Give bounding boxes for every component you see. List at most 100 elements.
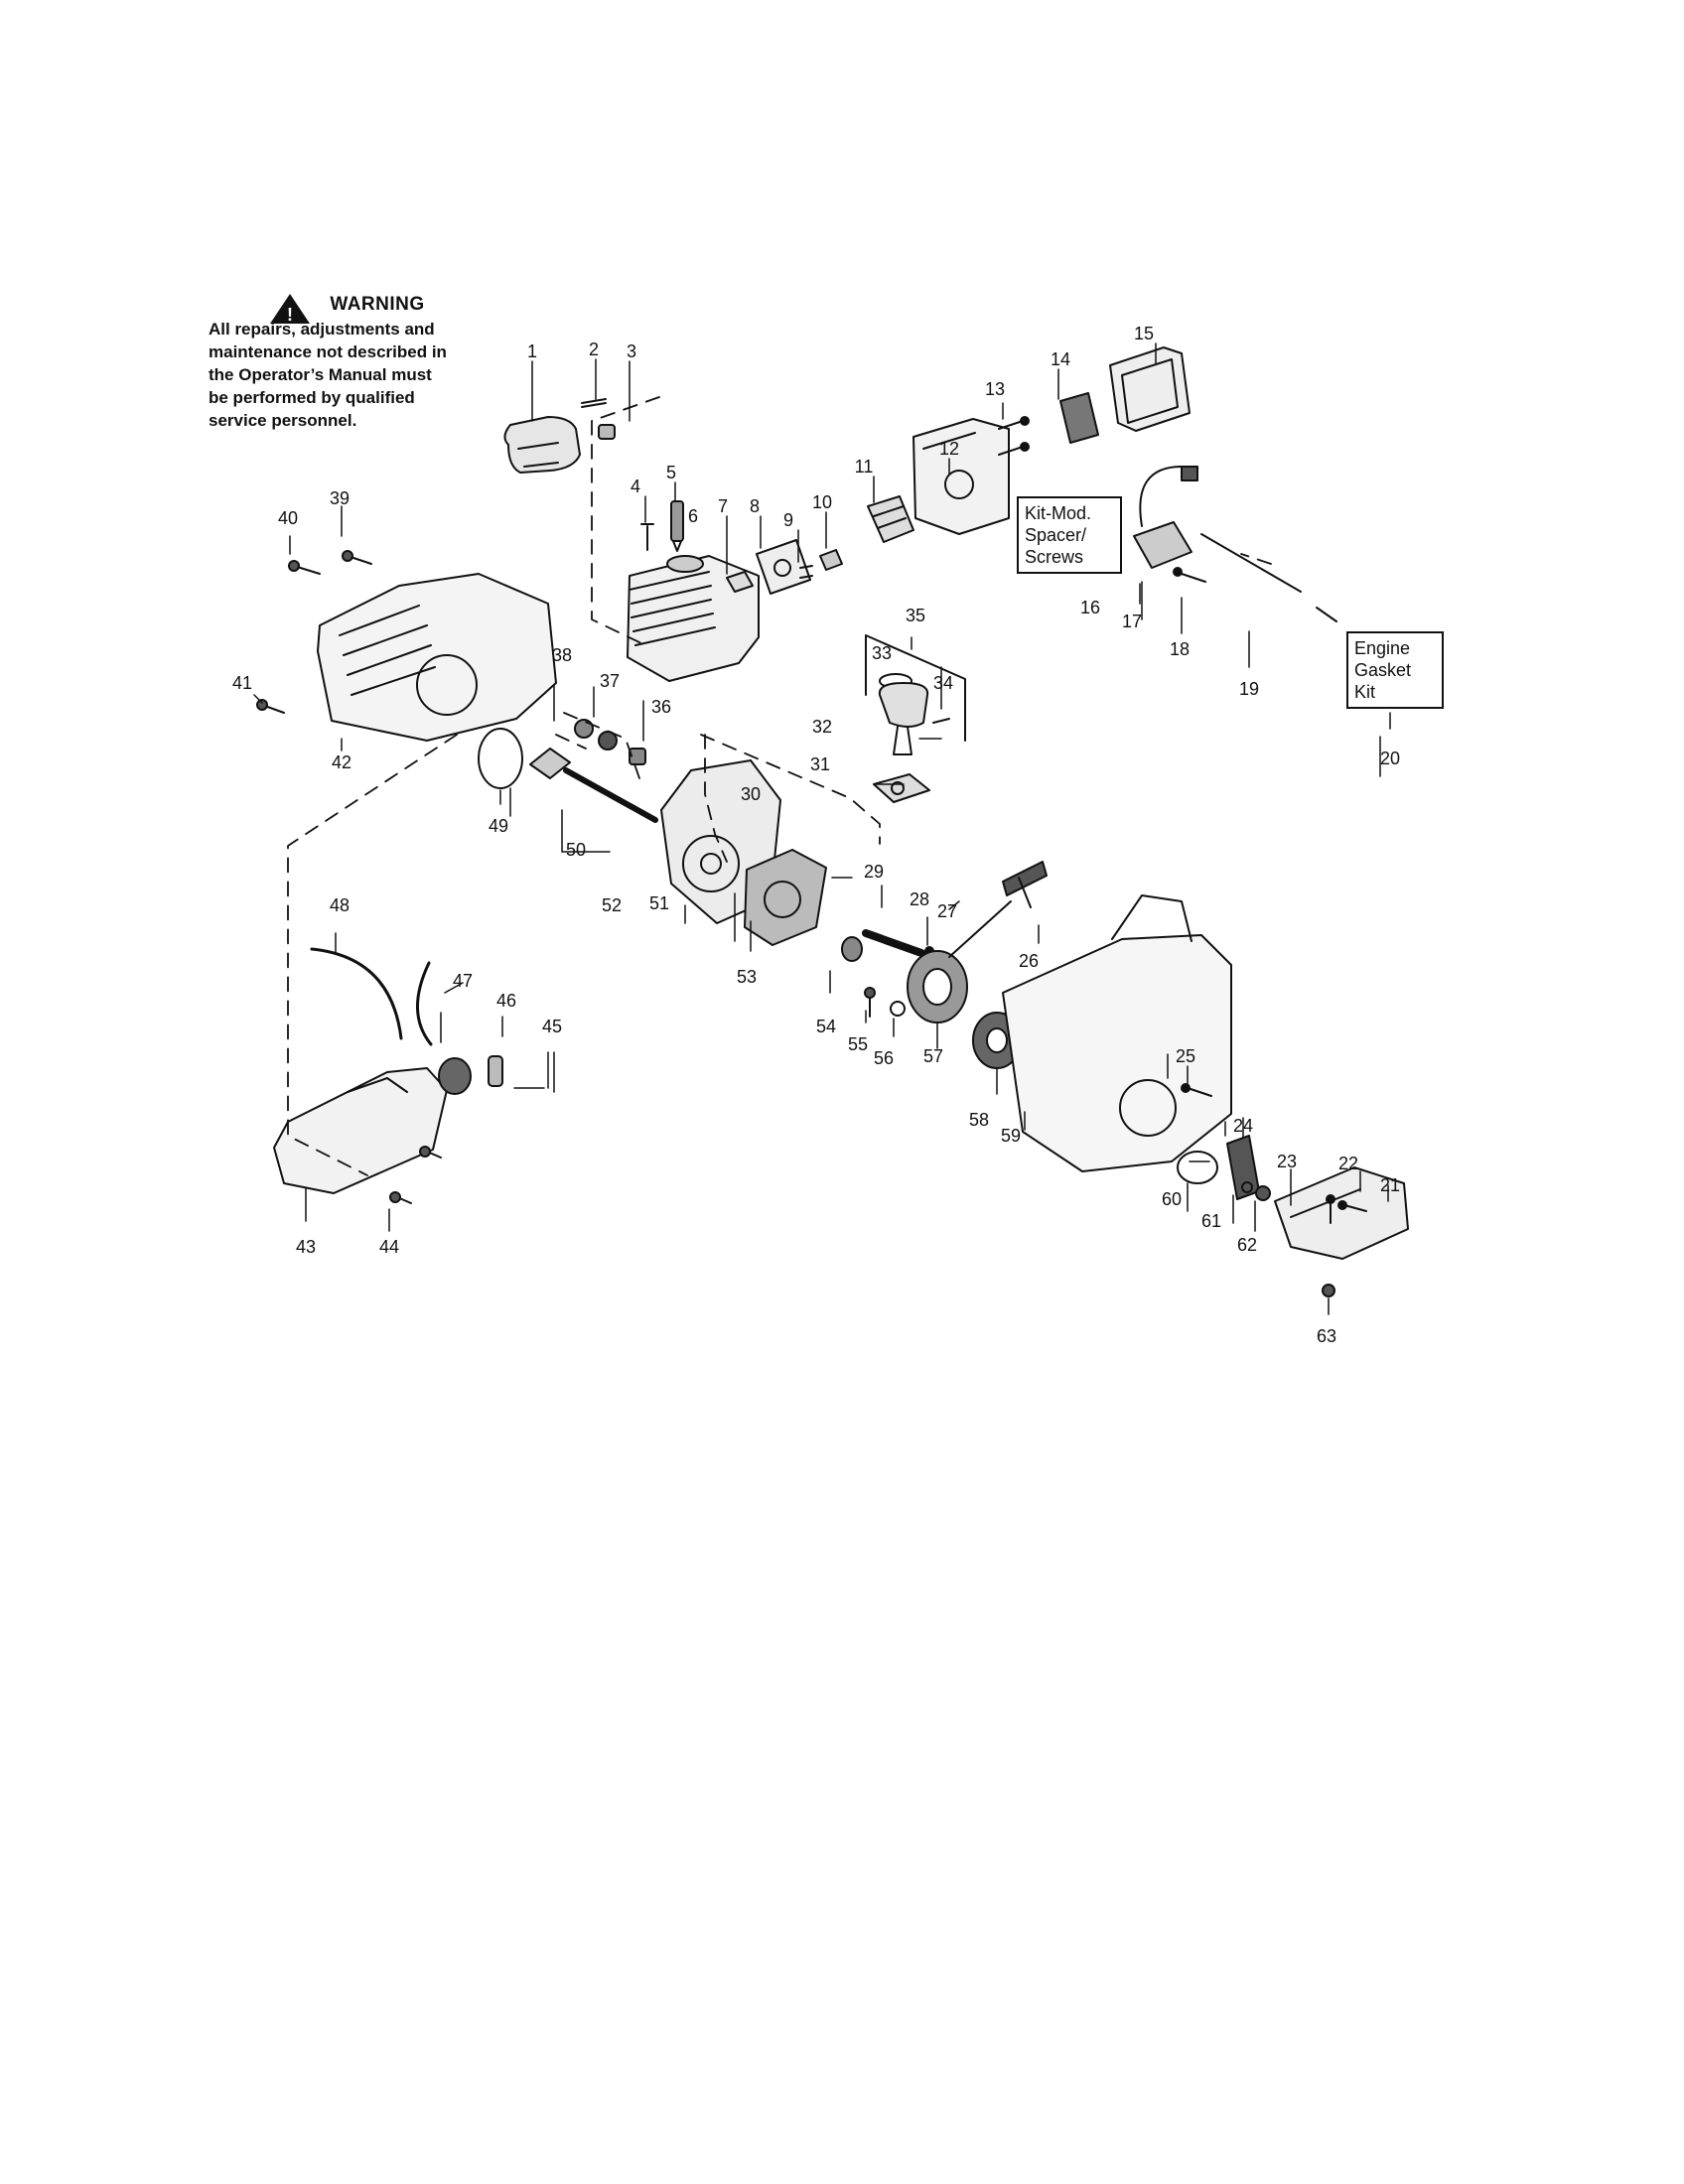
part-callout-38: 38: [552, 645, 572, 665]
part-callout-42: 42: [332, 752, 351, 772]
part-callout-47: 47: [453, 971, 473, 991]
part-41-drawing: [256, 699, 285, 714]
part-15-drawing: [1109, 346, 1191, 432]
part-47-drawing: [416, 961, 433, 1046]
kit-mod-line: Kit-Mod.: [1025, 503, 1092, 523]
part-12-drawing: [912, 418, 1010, 535]
part-callout-35: 35: [906, 606, 925, 625]
part-callout-1: 1: [527, 341, 537, 361]
part-3-drawing: [598, 424, 616, 440]
part-callout-43: 43: [296, 1237, 316, 1257]
part-29-drawing: [862, 929, 925, 957]
part-40-drawing: [288, 560, 321, 575]
warning-triangle-icon: !: [270, 294, 310, 325]
part-callout-12: 12: [939, 439, 959, 459]
engine-gasket-kit-box: Engine Gasket Kit: [1346, 631, 1444, 709]
part-22-drawing: [1326, 1194, 1335, 1224]
part-callout-57: 57: [923, 1046, 943, 1066]
part-callout-56: 56: [874, 1048, 894, 1068]
part-callout-44: 44: [379, 1237, 399, 1257]
part-callout-58: 58: [969, 1110, 989, 1130]
part-26-drawing: [1002, 861, 1048, 908]
part-19-drawing: [1200, 533, 1302, 593]
part-59-drawing: [1002, 894, 1232, 1172]
part-48-drawing: [310, 947, 403, 1040]
warning-body: All repairs, adjustments and maintenance…: [209, 318, 506, 432]
part-39-drawing: [342, 550, 372, 565]
part-callout-4: 4: [631, 477, 640, 496]
warning-notice: WARNING All repairs, adjustments and mai…: [209, 294, 506, 432]
part-56-drawing: [890, 1001, 906, 1017]
part-callout-50: 50: [566, 840, 586, 860]
part-60-drawing: [1177, 1151, 1218, 1184]
part-callout-24: 24: [1233, 1116, 1253, 1136]
part-callout-23: 23: [1277, 1152, 1297, 1171]
part-callout-19: 19: [1239, 679, 1259, 699]
part-18-drawing: [1173, 567, 1206, 583]
kit-mod-line: Screws: [1025, 547, 1084, 567]
svg-text:!: !: [287, 305, 293, 325]
part-38-drawing: [574, 719, 594, 739]
part-5-drawing: [670, 500, 684, 552]
part-callout-20: 20: [1380, 749, 1400, 768]
part-callout-51: 51: [649, 893, 669, 913]
part-53-drawing: [744, 849, 827, 946]
part-callout-6: 6: [688, 506, 698, 526]
part-19-screw-drawing: [1316, 607, 1337, 622]
part-36-drawing: [629, 748, 646, 765]
part-11-drawing: [867, 495, 914, 543]
part-2-drawing: [581, 398, 607, 408]
part-31-drawing: [873, 773, 930, 803]
part-44b-drawing: [419, 1146, 442, 1159]
part-callout-37: 37: [600, 671, 620, 691]
part-7-drawing: [726, 571, 754, 593]
part-49-drawing: [478, 728, 523, 789]
part-callout-13: 13: [985, 379, 1005, 399]
part-callout-3: 3: [627, 341, 636, 361]
engine-gasket-kit-line: Engine: [1354, 638, 1411, 658]
part-callout-48: 48: [330, 895, 350, 915]
part-callout-34: 34: [933, 673, 953, 693]
part-callout-10: 10: [812, 492, 832, 512]
part-callout-22: 22: [1338, 1154, 1358, 1173]
part-6-drawing: [627, 555, 760, 682]
part-54-drawing: [841, 936, 863, 962]
part-63-drawing: [1322, 1284, 1335, 1297]
part-callout-52: 52: [602, 895, 622, 915]
part-34-drawing: [932, 718, 950, 724]
part-callout-26: 26: [1019, 951, 1039, 971]
warning-header: WARNING: [248, 294, 506, 316]
warning-line: maintenance not described in: [209, 342, 447, 361]
part-57-drawing: [907, 950, 968, 1024]
part-14-drawing: [1059, 392, 1099, 444]
part-callout-32: 32: [812, 717, 832, 737]
part-callout-63: 63: [1317, 1326, 1336, 1346]
part-46-drawing: [488, 1055, 503, 1087]
part-callout-49: 49: [489, 816, 508, 836]
part-callout-7: 7: [718, 496, 728, 516]
part-callout-62: 62: [1237, 1235, 1257, 1255]
part-callout-41: 41: [232, 673, 252, 693]
part-43-drawing: [273, 1067, 448, 1194]
part-10-drawing: [819, 549, 843, 571]
part-callout-15: 15: [1134, 324, 1154, 343]
warning-line: be performed by qualified: [209, 388, 415, 407]
part-23-drawing: [1274, 1166, 1409, 1260]
part-callout-59: 59: [1001, 1126, 1021, 1146]
part-callout-8: 8: [750, 496, 760, 516]
part-callout-11: 11: [855, 457, 874, 477]
part-callout-30: 30: [741, 784, 761, 804]
part-callout-25: 25: [1176, 1046, 1195, 1066]
kit-mod-spacer-screws-box: Kit-Mod. Spacer/ Screws: [1017, 496, 1122, 574]
part-callout-61: 61: [1201, 1211, 1221, 1231]
part-callout-45: 45: [542, 1017, 562, 1036]
engine-gasket-kit-line: Gasket: [1354, 660, 1412, 680]
part-callout-2: 2: [589, 340, 599, 359]
part-13-drawing: [998, 416, 1030, 456]
part-callout-16: 16: [1080, 598, 1100, 617]
part-55-drawing: [864, 987, 876, 1018]
warning-title: WARNING: [330, 294, 425, 315]
warning-line: All repairs, adjustments and: [209, 320, 435, 339]
part-callout-53: 53: [737, 967, 757, 987]
